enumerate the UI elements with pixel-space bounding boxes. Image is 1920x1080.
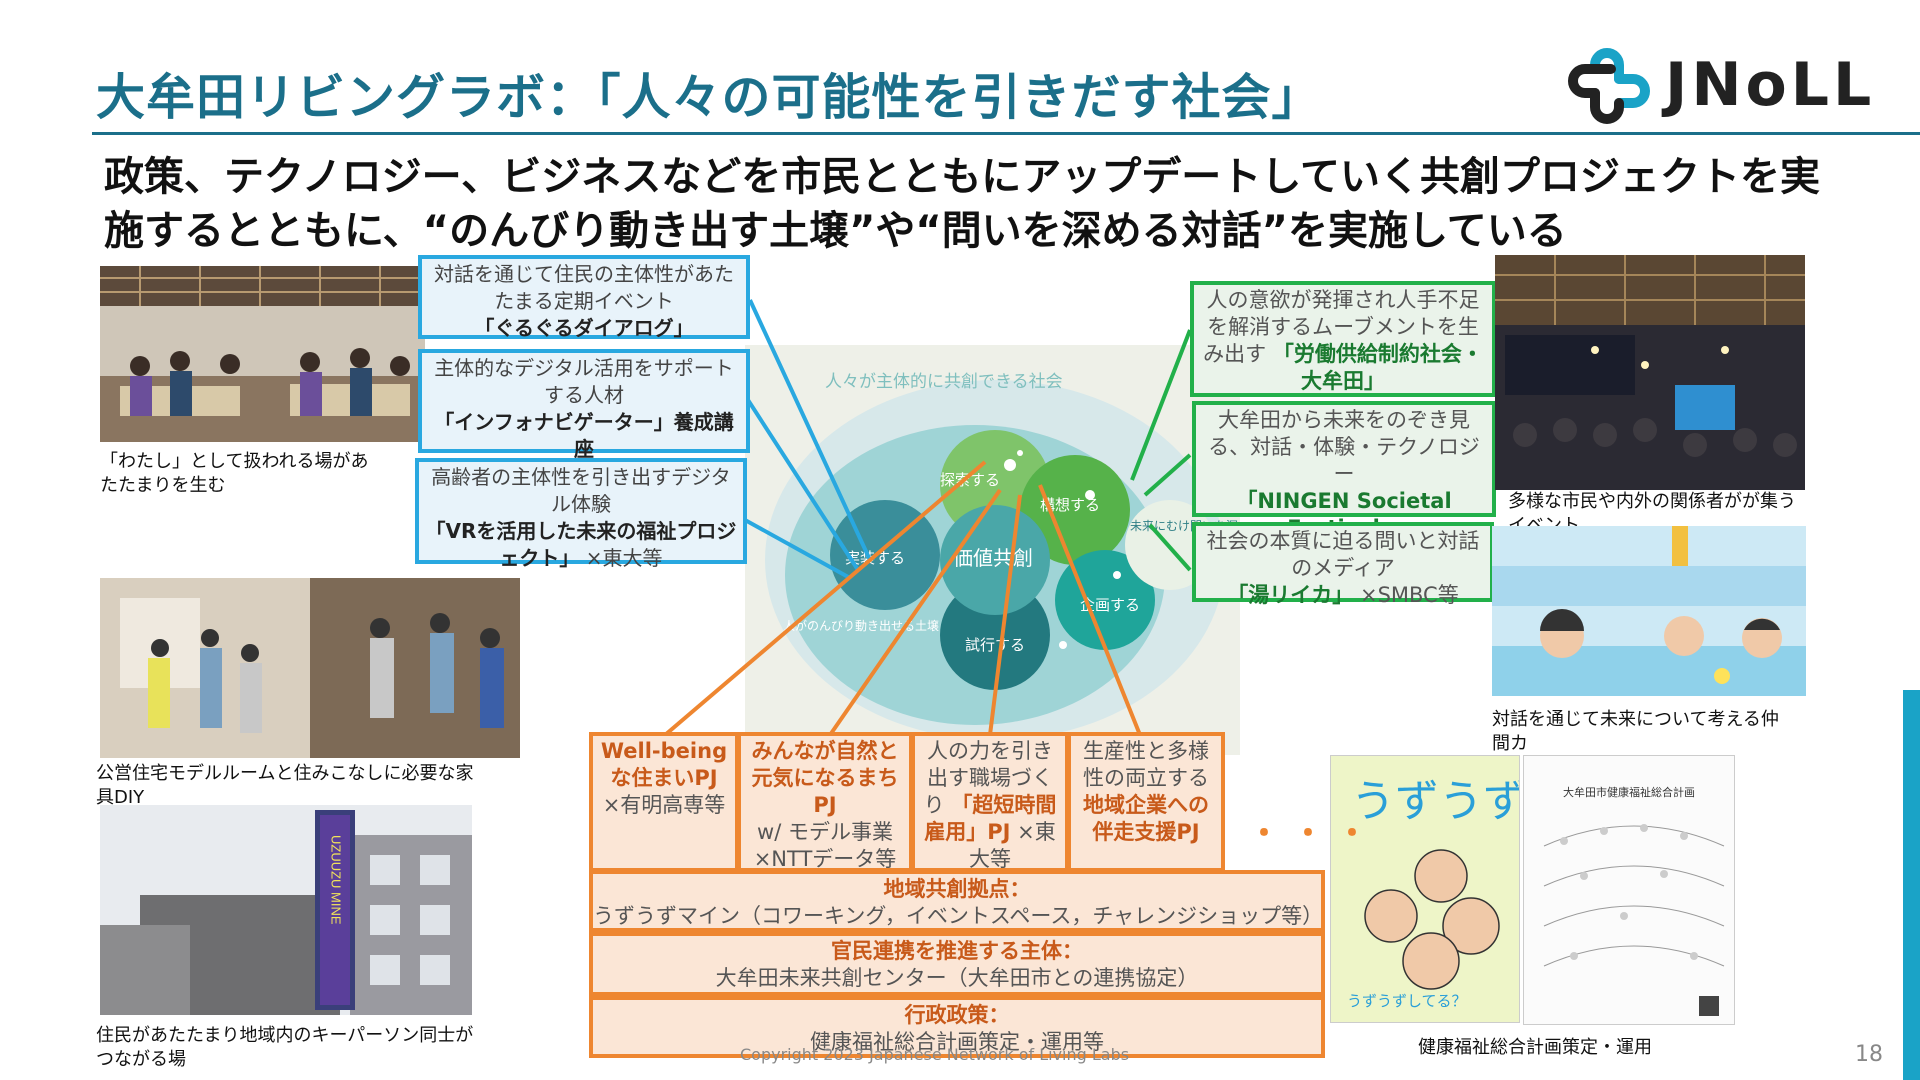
green-box-yuriika: 社会の本質に迫る問いと対話のメディア 「湯リイカ」 ×SMBC等 — [1192, 522, 1494, 607]
band-body: 大牟田未来共創センター（大牟田市との連携協定） — [715, 966, 1199, 990]
knot-logo-icon — [1568, 48, 1650, 124]
band-public-private: 官民連携を推進する主体： 大牟田未来共創センター（大牟田市との連携協定） — [589, 932, 1325, 996]
arc-text: 人々が主体的に共創できる社会 — [825, 372, 1063, 392]
online-dialogue-photo — [1492, 526, 1806, 696]
orange-box-short-hour-employment: 人の力を引き出す職場づくり 「超短時間雇用」PJ ×東大等 — [911, 732, 1069, 872]
green-box-tail: ×SMBC等 — [1359, 583, 1459, 607]
caption-bottom-left: 住民があたたまり地域内のキーパーソン同士がつながる場 — [96, 1025, 474, 1070]
orange-box-bold: みんなが自然と元気になるまちPJ — [751, 739, 899, 817]
band-heading: 官民連携を推進する主体： — [831, 939, 1083, 963]
side-accent-bar — [1903, 690, 1920, 1080]
phase-plan: 企画する — [1080, 596, 1140, 614]
center-label: 価値共創 — [953, 546, 1033, 570]
blue-box-bold: 「ぐるぐるダイアログ」 — [474, 316, 694, 340]
welfare-plan-poster: 大牟田市健康福祉総合計画 — [1523, 755, 1735, 1025]
band-administrative-policy: 行政政策： 健康福祉総合計画策定・運用等 — [589, 996, 1325, 1058]
orange-box-tail: ×東大等 — [969, 820, 1056, 871]
page-number: 18 — [1855, 1042, 1883, 1067]
page-title: 大牟田リビングラボ：「人々の可能性を引きだす社会」 — [96, 69, 1322, 126]
phase-concept: 構想する — [1040, 496, 1100, 514]
blue-box-dialogue: 対話を通じて住民の主体性があたたまる定期イベント 「ぐるぐるダイアログ」 — [418, 255, 750, 340]
green-box-labor: 人の意欲が発揮され人手不足を解消するムーブメントを生み出す 「労働供給制約社会・… — [1190, 281, 1496, 397]
blue-box-text: 対話を通じて住民の主体性があたたまる定期イベント — [434, 262, 734, 313]
title-underline — [92, 132, 1920, 135]
caption-mid-right: 対話を通じて未来について考える仲間カ — [1492, 709, 1779, 754]
left-note: 人がのんびり動き出せる土壌 — [783, 618, 939, 633]
green-box-text: 社会の本質に迫る問いと対話のメディア — [1206, 529, 1480, 580]
green-box-bold: 「湯リイカ」 — [1227, 583, 1354, 607]
blue-box-vr-welfare: 高齢者の主体性を引き出すデジタル体験 「VRを活用した未来の福祉プロジェクト」 … — [415, 458, 747, 570]
blue-box-text: 高齢者の主体性を引き出すデジタル体験 — [431, 465, 731, 516]
subtitle: 政策、テクノロジー、ビジネスなどを市民とともにアップデートしていく共創プロジェク… — [104, 154, 1820, 254]
phase-trial: 試行する — [965, 636, 1025, 654]
blue-box-bold: 「VRを活用した未来の福祉プロジェクト」 — [425, 519, 737, 570]
band-cocreation-hub: 地域共創拠点： うずうずマイン（コワーキング，イベントスペース，チャレンジショッ… — [589, 870, 1325, 932]
poster1-title: うずうず — [1351, 776, 1519, 827]
orange-box-lead: 生産性と多様性の両立する — [1083, 739, 1209, 790]
orange-box-bold: Well-beingな住まいPJ — [600, 739, 728, 790]
ellipsis: ・・・ — [1248, 814, 1381, 852]
workshop-photo — [100, 266, 425, 442]
orange-box-tail: ×有明高専等 — [602, 793, 726, 817]
band-heading: 行政政策： — [904, 1003, 1010, 1027]
green-box-bold: 「労働供給制約社会・大牟田」 — [1272, 342, 1483, 393]
band-body: うずうずマイン（コワーキング，イベントスペース，チャレンジショップ等） — [593, 904, 1324, 928]
band-heading: 地域共創拠点： — [883, 877, 1031, 901]
logo-text: JNoLL — [1665, 50, 1876, 120]
orange-box-local-business-support: 生産性と多様性の両立する 地域企業への伴走支援PJ — [1067, 732, 1225, 872]
band-body: 健康福祉総合計画策定・運用等 — [810, 1030, 1104, 1054]
copyright: Copyright 2023 Japanese Network of Livin… — [740, 1045, 1130, 1064]
orange-box-bold: 「超短時間雇用」PJ — [924, 793, 1057, 844]
green-box-ningen-festival: 大牟田から未来をのぞき見る、対話・体験・テクノロジー 「NINGEN Socie… — [1192, 401, 1496, 540]
jnoll-logo — [1565, 45, 1920, 125]
orange-box-genki-town: みんなが自然と元気になるまちPJ w/ モデル事業×NTTデータ等 — [737, 732, 913, 872]
poster1-sub: うずうずしてる？ — [1347, 992, 1467, 1010]
caption-mid-left: 公営住宅モデルルームと住みこなしに必要な家具DIY — [96, 763, 474, 808]
blue-box-bold: 「インフォナビゲーター」養成講座 — [434, 410, 734, 461]
uzuuzu-mine-building-photo: UZUUZU MINE — [100, 805, 472, 1015]
orange-box-lead: 人の力を引き出す職場づくり — [923, 739, 1053, 817]
orange-box-tail: w/ モデル事業×NTTデータ等 — [753, 820, 897, 871]
event-photo — [1495, 255, 1805, 490]
uzuuzu-poster: うずうず うずうずしてる？ — [1330, 755, 1527, 1023]
diy-photo — [100, 578, 520, 758]
blue-box-info-navigator: 主体的なデジタル活用をサポートする人材 「インフォナビゲーター」養成講座 — [418, 349, 750, 461]
blue-box-text: 主体的なデジタル活用をサポートする人材 — [434, 356, 734, 407]
orange-box-bold: 地域企業への伴走支援PJ — [1083, 793, 1209, 844]
orange-box-wellbeing-housing: Well-beingな住まいPJ ×有明高専等 — [589, 732, 739, 872]
caption-bottom-right: 健康福祉総合計画策定・運用 — [1418, 1037, 1652, 1058]
green-box-text: 人の意欲が発揮され人手不足を解消するムーブメントを生み出す — [1203, 288, 1480, 366]
poster2-title: 大牟田市健康福祉総合計画 — [1563, 785, 1695, 799]
caption-top-left: 「わたし」として扱われる場があたたまりを生む — [100, 451, 369, 496]
green-box-text: 大牟田から未来をのぞき見る、対話・体験・テクノロジー — [1208, 408, 1480, 486]
phase-explore: 探索する — [940, 471, 1000, 489]
blue-box-tail: ×東大等 — [585, 546, 663, 570]
uzuuzu-sign: UZUUZU MINE — [329, 835, 344, 925]
